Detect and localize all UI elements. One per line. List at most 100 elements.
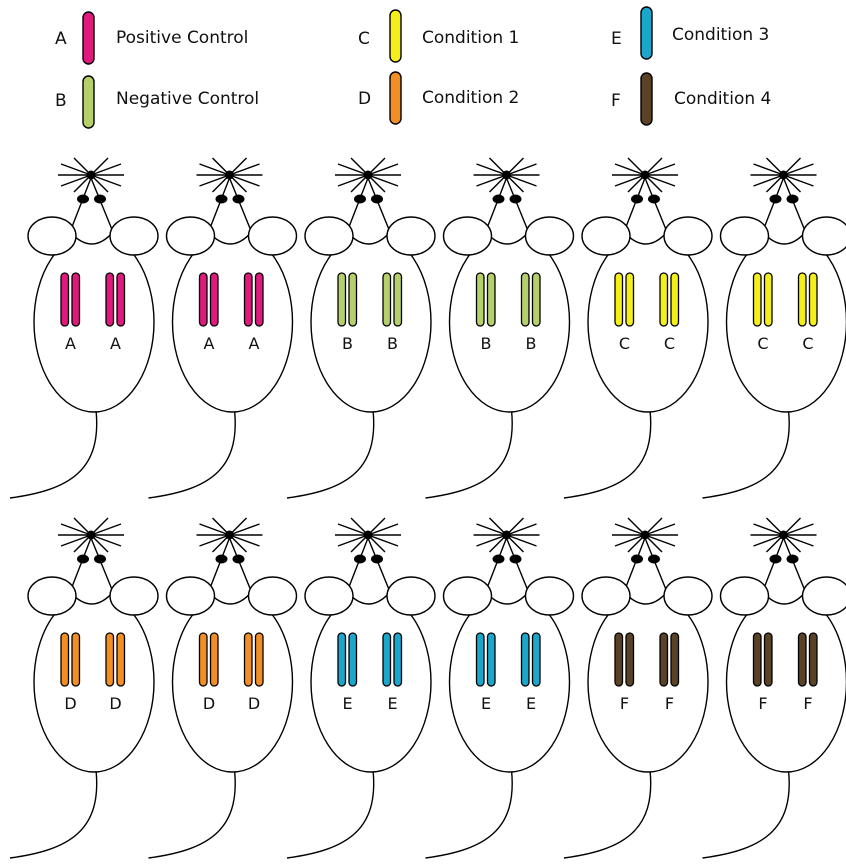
legend-swatch: [82, 11, 95, 65]
legend-label: Condition 4: [674, 89, 771, 109]
injection-site-stripe: [797, 272, 807, 327]
injection-site-label: F: [758, 694, 767, 713]
mouse-eye: [371, 554, 383, 564]
mouse-ear-right: [801, 216, 846, 256]
legend-label: Positive Control: [116, 28, 248, 48]
injection-site-label: D: [248, 694, 260, 713]
mouse-tail: [425, 409, 513, 499]
legend-item-d: D Condition 2: [358, 71, 519, 125]
mouse-tail: [563, 769, 652, 859]
injection-site-stripe: [763, 632, 773, 687]
legend-swatch: [82, 75, 95, 129]
injection-site-stripe: [808, 632, 818, 687]
mouse-ear-right: [801, 576, 846, 616]
injection-site-label: A: [204, 334, 215, 353]
injection-site-stripe: [475, 632, 485, 687]
mouse-nose: [502, 530, 511, 540]
injection-site-stripe: [243, 632, 253, 687]
injection-site-stripe: [614, 272, 624, 327]
mouse-ear-right: [663, 216, 713, 256]
legend-key: C: [358, 29, 370, 49]
mouse-eye: [232, 554, 245, 564]
mouse-nose: [640, 170, 650, 180]
injection-site-stripe: [531, 272, 541, 327]
mouse-tail: [702, 769, 790, 859]
mouse-eye: [94, 194, 106, 204]
injection-site-stripe: [393, 632, 403, 687]
legend-swatch: [640, 72, 653, 126]
injection-site-stripe: [520, 272, 530, 327]
injection-site-label: C: [757, 334, 768, 353]
mouse-nose: [502, 170, 511, 180]
mouse-body: [448, 231, 571, 413]
mouse-ear-right: [386, 216, 436, 256]
injection-site-stripe: [659, 632, 669, 687]
mouse-body: [33, 591, 155, 773]
injection-site-stripe: [198, 272, 208, 327]
legend: A Positive Control B Negative Control C …: [55, 6, 771, 129]
mouse-tail: [286, 769, 375, 859]
injection-site-stripe: [71, 632, 81, 687]
mouse-nose: [225, 530, 234, 540]
injection-site-stripe: [625, 632, 635, 687]
mouse-ear-left: [581, 216, 631, 256]
mouse-eye: [509, 194, 522, 204]
mouse-eye: [232, 194, 245, 204]
injection-site-stripe: [337, 632, 347, 687]
injection-site-stripe: [808, 272, 818, 327]
mouse-body: [171, 231, 294, 413]
mouse-nose: [86, 170, 96, 180]
mouse-ear-right: [247, 576, 298, 616]
injection-site-label: B: [526, 334, 537, 353]
mouse-nose: [86, 530, 96, 540]
mouse-tail: [563, 409, 652, 499]
legend-key: B: [55, 91, 67, 111]
legend-key: A: [55, 29, 67, 49]
mouse-ear-left: [442, 216, 493, 256]
mouse-body: [725, 591, 846, 773]
mouse-eye: [786, 554, 799, 564]
mouse-tail: [286, 409, 375, 499]
injection-site-label: B: [342, 334, 353, 353]
injection-site-label: E: [526, 694, 536, 713]
injection-site-stripe: [382, 632, 392, 687]
legend-label: Condition 3: [672, 25, 769, 45]
mouse-nose: [363, 530, 373, 540]
mouse-eye: [77, 194, 89, 204]
injection-site-stripe: [116, 272, 126, 327]
injection-site-stripe: [382, 272, 392, 327]
injection-site-stripe: [614, 632, 624, 687]
legend-swatch: [389, 9, 402, 63]
mouse-ear-left: [442, 576, 493, 616]
legend-item-b: B Negative Control: [55, 75, 259, 129]
mouse-ear-right: [663, 576, 713, 616]
legend-key: F: [611, 91, 621, 111]
injection-site-stripe: [105, 632, 115, 687]
mouse-eye: [492, 194, 505, 204]
mouse-body: [33, 231, 155, 413]
injection-site-label: E: [342, 694, 352, 713]
mouse-body: [448, 591, 571, 773]
legend-label: Condition 2: [422, 88, 519, 108]
mouse-body: [587, 591, 709, 773]
mouse-eye: [94, 554, 106, 564]
injection-site-label: A: [65, 334, 76, 353]
mouse-ear-right: [524, 576, 575, 616]
injection-site-label: F: [803, 694, 812, 713]
mouse-ear-right: [524, 216, 575, 256]
mouse-ear-right: [247, 216, 298, 256]
mouse-body: [310, 231, 432, 413]
mouse-tail: [702, 409, 790, 499]
mouse-tail: [9, 409, 98, 499]
injection-site-label: C: [619, 334, 630, 353]
mouse-tail: [9, 769, 98, 859]
legend-item-a: A Positive Control: [55, 11, 248, 65]
injection-site-label: F: [620, 694, 629, 713]
mouse-eye: [631, 554, 643, 564]
